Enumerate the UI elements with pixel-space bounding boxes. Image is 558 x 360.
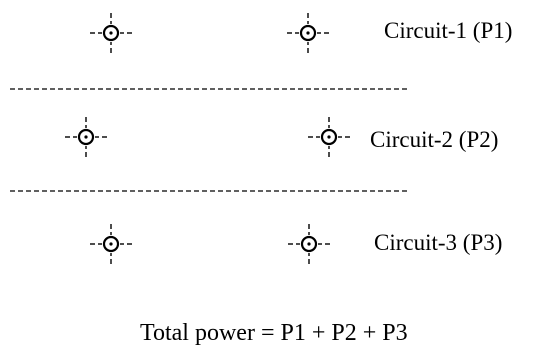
conductor-crosshair-icon bbox=[65, 117, 107, 157]
conductors bbox=[65, 13, 350, 264]
circuit-1-label: Circuit-1 (P1) bbox=[384, 18, 513, 43]
circuit-2-label: Circuit-2 (P2) bbox=[370, 127, 499, 152]
conductor-crosshair-icon bbox=[90, 224, 132, 264]
conductor-crosshair-icon bbox=[288, 224, 330, 264]
total-power-formula: Total power = P1 + P2 + P3 bbox=[140, 320, 408, 346]
conductor-crosshair-icon bbox=[308, 117, 350, 157]
separators bbox=[10, 88, 407, 192]
conductor-crosshair-icon bbox=[90, 13, 132, 53]
circuit-3-label: Circuit-3 (P3) bbox=[374, 230, 503, 255]
conductor-crosshair-icon bbox=[287, 13, 329, 53]
